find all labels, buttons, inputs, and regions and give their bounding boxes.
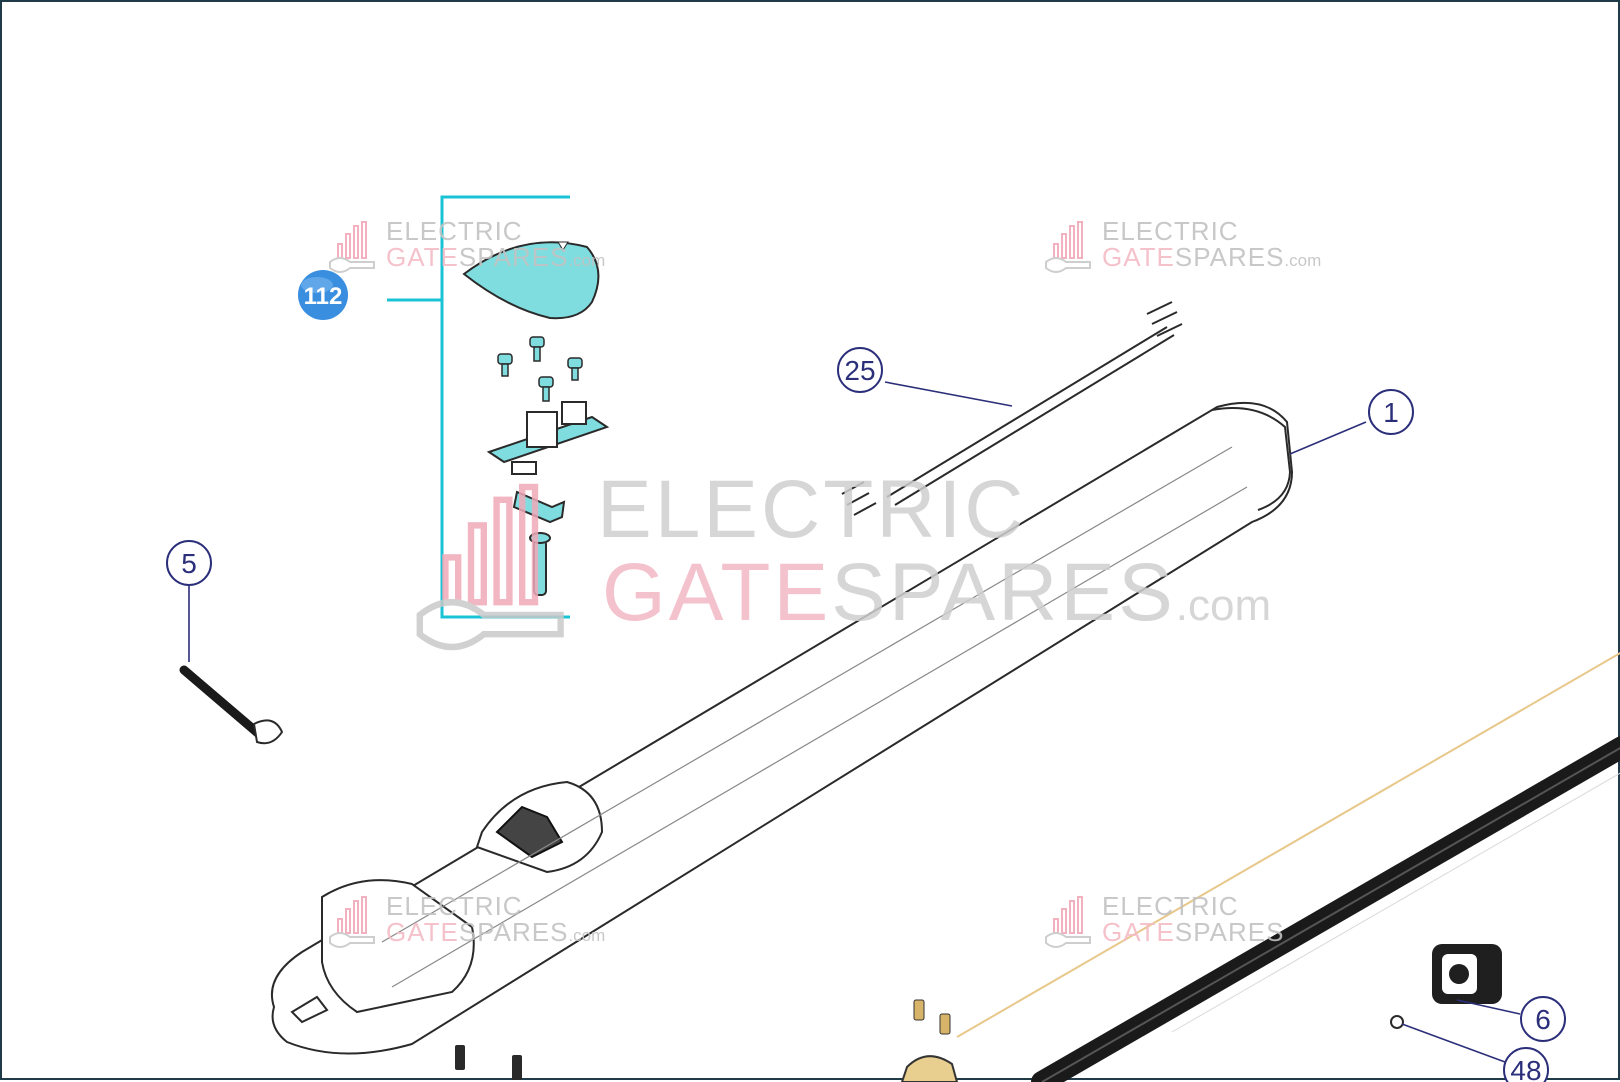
- watermark-top-left: ELECTRIC GATESPARES.com: [329, 216, 605, 273]
- callout-leaders: [188, 381, 1521, 1063]
- rail-guide-line: [956, 652, 1620, 1038]
- callout-label-48: 48: [1510, 1055, 1541, 1082]
- bolt-part: [179, 665, 284, 745]
- callout-6: 6: [1520, 996, 1566, 1042]
- svg-text:ELECTRIC: ELECTRIC: [386, 216, 523, 246]
- highlight-screws: [497, 336, 583, 402]
- callout-label-1: 1: [1383, 397, 1399, 428]
- callout-label-6: 6: [1535, 1004, 1551, 1035]
- highlight-badge-label: 112: [304, 283, 343, 310]
- svg-text:ELECTRIC: ELECTRIC: [597, 464, 1027, 555]
- svg-text:ELECTRIC: ELECTRIC: [386, 891, 523, 921]
- watermark-bottom-left: ELECTRIC GATESPARES.com: [329, 891, 605, 948]
- svg-text:ELECTRIC: ELECTRIC: [1102, 891, 1239, 921]
- pinion-gear-part: [1390, 944, 1502, 1029]
- callout-48: 48: [1503, 1047, 1549, 1082]
- wiring-harness-part: [841, 301, 1183, 516]
- svg-text:ELECTRIC: ELECTRIC: [1102, 216, 1239, 246]
- release-cover-part: [462, 241, 600, 320]
- rail-guide-line-2: [1171, 772, 1620, 1033]
- callout-label-25: 25: [844, 355, 875, 386]
- release-mechanism-part: [486, 401, 610, 475]
- svg-text:GATESPARES.com: GATESPARES.com: [386, 242, 605, 272]
- watermark-center: ELECTRIC GATESPARES.com: [420, 464, 1271, 647]
- svg-text:GATESPARES: GATESPARES: [1102, 917, 1284, 947]
- callout-label-5: 5: [181, 548, 197, 579]
- callout-5: 5: [166, 540, 212, 586]
- small-screws: [455, 999, 959, 1082]
- svg-text:GATESPARES.com: GATESPARES.com: [1102, 242, 1321, 272]
- callout-25: 25: [837, 347, 883, 393]
- operator-body-part: [270, 401, 1294, 1055]
- svg-text:GATESPARES.com: GATESPARES.com: [602, 547, 1271, 638]
- watermark-top-right: ELECTRIC GATESPARES.com: [1045, 216, 1321, 273]
- svg-text:GATESPARES.com: GATESPARES.com: [386, 917, 605, 947]
- highlight-badge: 112: [298, 270, 348, 320]
- callout-1: 1: [1368, 389, 1414, 435]
- watermark-bottom-right: ELECTRIC GATESPARES: [1045, 891, 1284, 948]
- drive-rod-part: [1031, 736, 1620, 1082]
